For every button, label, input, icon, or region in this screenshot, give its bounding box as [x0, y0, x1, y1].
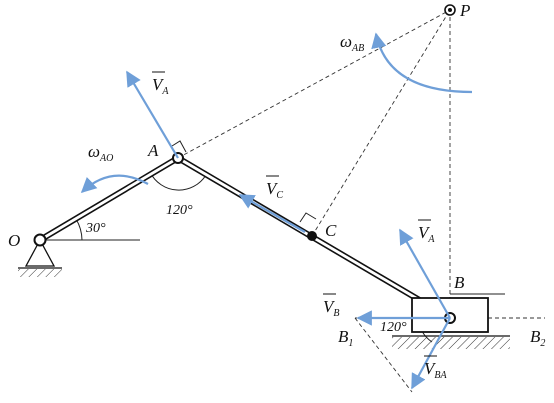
point-C [307, 231, 317, 241]
right-angle-A [171, 140, 187, 153]
line-B1-to-VBA-tip [354, 317, 413, 393]
svg-text:VA: VA [418, 223, 435, 245]
label-C: C [325, 221, 337, 240]
line-C-to-P [311, 9, 451, 237]
right-angle-C [299, 212, 317, 223]
vector-VA-at-A [126, 70, 179, 159]
angle-label-A: 120° [166, 203, 193, 218]
label-VC: VC [266, 175, 283, 201]
label-P: P [459, 1, 470, 20]
omega-AO-arrow [80, 174, 149, 194]
label-omega-AO: ωAO [88, 142, 113, 164]
link-OA [38, 155, 180, 243]
instant-center-P-dot [448, 8, 452, 12]
angle-label-B: 120° [380, 320, 407, 335]
svg-text:VBA: VBA [424, 359, 447, 381]
label-O: O [8, 231, 20, 250]
label-VBA: VBA [424, 355, 447, 381]
vector-VC [238, 194, 306, 233]
svg-text:VB: VB [323, 297, 340, 319]
ground-support-O [18, 238, 62, 277]
vector-VBA [411, 317, 451, 390]
angle-label-O: 30° [85, 221, 106, 236]
label-VA-right: VA [418, 219, 435, 245]
label-omega-AB: ωAB [340, 32, 364, 54]
angle-arc-O [75, 218, 83, 241]
vector-VA-at-B [399, 228, 451, 319]
label-VB: VB [323, 293, 340, 319]
ground-guide-B [392, 335, 510, 349]
line-A-to-P [177, 9, 451, 159]
label-A: A [147, 141, 159, 160]
label-B2: B2 [530, 327, 545, 349]
omega-AB-arrow [371, 32, 473, 94]
svg-text:VC: VC [266, 179, 283, 201]
svg-text:VA: VA [152, 75, 169, 97]
joint-O [33, 233, 47, 247]
label-B: B [454, 273, 465, 292]
label-VA-top: VA [152, 71, 169, 97]
angle-arc-A [149, 171, 207, 191]
label-B1: B1 [338, 327, 353, 349]
